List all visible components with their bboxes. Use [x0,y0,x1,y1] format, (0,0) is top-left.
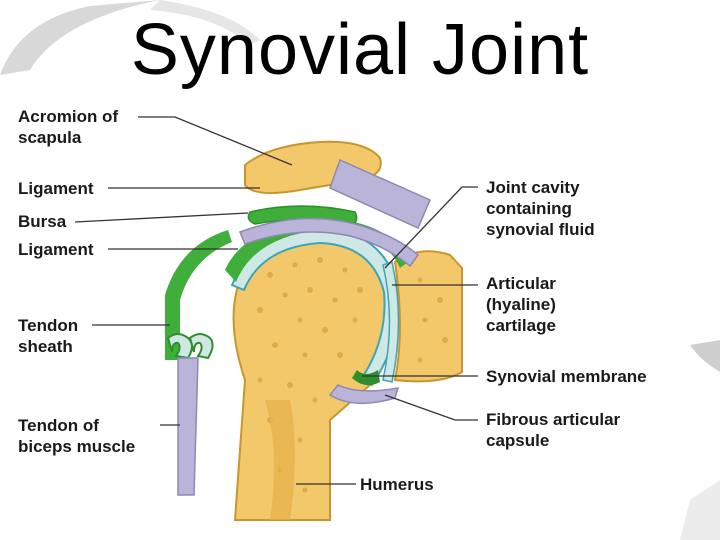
page-title: Synovial Joint [130,10,590,90]
label-tendon-of-biceps-muscle: Tendon of biceps muscle [18,416,136,456]
label-fibrous-articular-capsule: Fibrous articular capsule [486,410,621,450]
biceps-tendon [177,357,199,496]
synovial-membrane-lower [352,370,380,386]
label-synovial-membrane: Synovial membrane [486,367,647,386]
label-ligament-mid: Ligament [18,240,94,259]
fibrous-capsule-lower [328,384,400,405]
label-joint-cavity: Joint cavity containing synovial fluid [486,178,595,239]
label-ligament-top: Ligament [18,179,94,198]
label-tendon-sheath: Tendon sheath [18,316,79,356]
medullary-streak [265,400,295,520]
label-bursa: Bursa [18,212,67,231]
capsule-ligament [239,217,420,268]
leader-lines [74,116,478,485]
label-humerus: Humerus [360,475,434,494]
tendon-sheath-shape [165,230,232,360]
scapula-glenoid [393,250,463,383]
glenoid-cartilage [382,261,400,383]
label-articular-cartilage: Articular (hyaline) cartilage [486,274,556,335]
coracoacromial-ligament [329,158,431,229]
glenoid-texture [417,277,448,363]
label-acromion-of-scapula: Acromion of scapula [18,107,119,147]
